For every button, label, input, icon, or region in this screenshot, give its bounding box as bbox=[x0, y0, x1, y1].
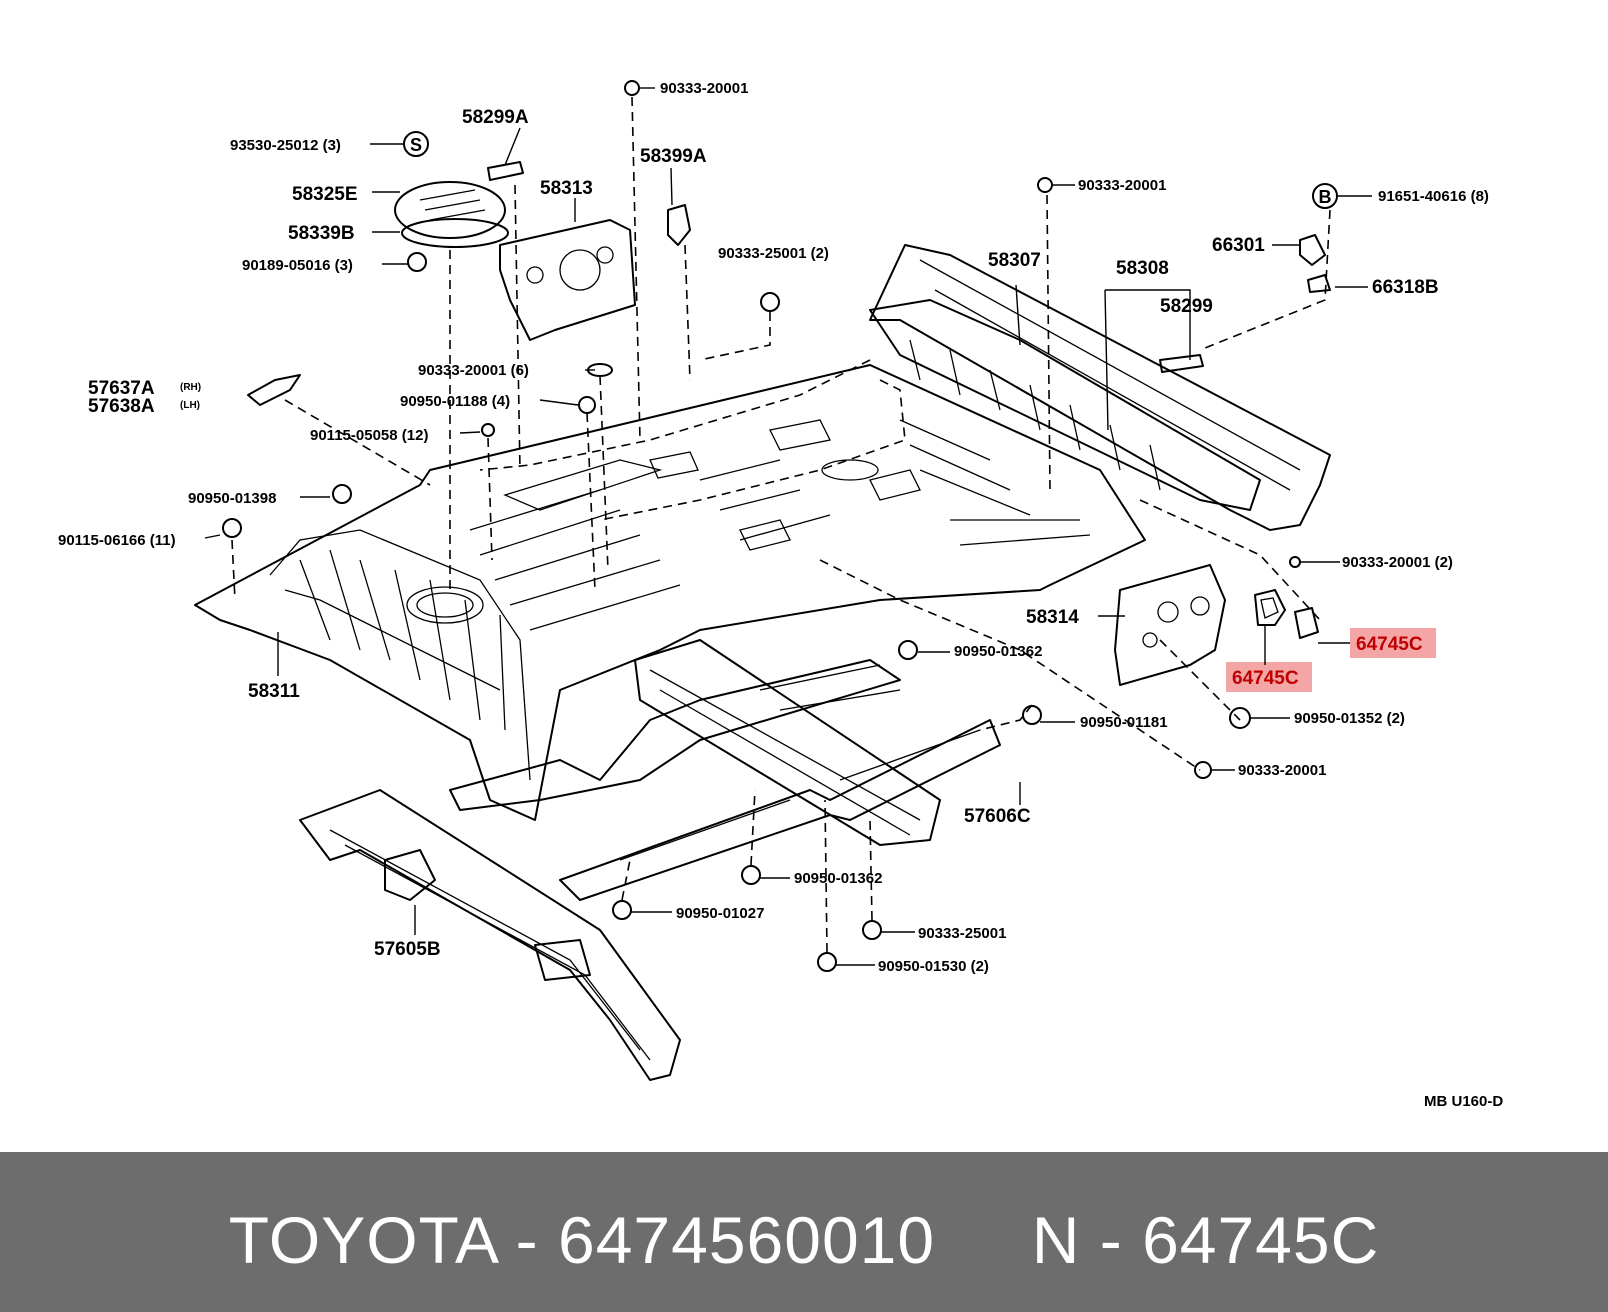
small-brackets bbox=[247, 161, 1331, 406]
label-90115-06166: 90115-06166 (11) bbox=[58, 532, 176, 549]
label-90333-20001-right-top: 90333-20001 bbox=[1078, 177, 1166, 194]
label-93530-25012: 93530-25012 (3) bbox=[230, 137, 341, 154]
cross-member-assembly bbox=[449, 639, 1001, 901]
footer-part-text: TOYOTA - 6474560010 N - 64745C bbox=[228, 1203, 1380, 1277]
label-66301: 66301 bbox=[1212, 235, 1265, 256]
label-90333-25001-2: 90333-25001 (2) bbox=[718, 245, 829, 262]
label-90333-20001-6: 90333-20001 (6) bbox=[418, 362, 529, 379]
bracket-58314 bbox=[1114, 564, 1226, 686]
label-57637A: 57637A bbox=[88, 378, 155, 399]
label-91651-40616: 91651-40616 (8) bbox=[1378, 188, 1489, 205]
cover-58325E bbox=[394, 181, 509, 248]
highlight-box-64745C-right bbox=[1350, 628, 1436, 658]
label-58299: 58299 bbox=[1160, 296, 1213, 317]
solid-leaders bbox=[204, 87, 1372, 966]
label-90950-01352: 90950-01352 (2) bbox=[1294, 710, 1405, 727]
label-90333-20001-2: 90333-20001 (2) bbox=[1342, 554, 1453, 571]
label-90189-05016: 90189-05016 (3) bbox=[242, 257, 353, 274]
part-labels: 93530-25012 (3) 58325E 58339B 90189-0501… bbox=[58, 80, 1503, 1110]
label-58314: 58314 bbox=[1026, 607, 1079, 628]
label-57638A-side: (LH) bbox=[180, 400, 200, 411]
label-90115-05058: 90115-05058 (12) bbox=[310, 427, 428, 444]
label-90950-01181: 90950-01181 bbox=[1080, 714, 1168, 731]
svg-text:B: B bbox=[1319, 187, 1332, 207]
plug-64745C-shapes bbox=[1254, 589, 1319, 639]
label-90950-01027: 90950-01027 bbox=[676, 905, 764, 922]
label-58339B: 58339B bbox=[288, 223, 355, 244]
label-64745C-lower: 64745C bbox=[1232, 668, 1299, 689]
bracket-58313 bbox=[499, 219, 636, 341]
label-57606C: 57606C bbox=[964, 806, 1031, 827]
label-90950-01188: 90950-01188 (4) bbox=[400, 393, 510, 410]
label-57605B: 57605B bbox=[374, 939, 441, 960]
label-58299A: 58299A bbox=[462, 107, 529, 128]
svg-text:S: S bbox=[410, 135, 422, 155]
label-58311: 58311 bbox=[248, 681, 300, 702]
label-90333-20001-top: 90333-20001 bbox=[660, 80, 748, 97]
footer-bar: TOYOTA - 6474560010 N - 64745C bbox=[0, 1152, 1608, 1312]
label-90950-01530: 90950-01530 (2) bbox=[878, 958, 989, 975]
rear-floor-pan bbox=[194, 364, 1146, 821]
label-90950-01362-a: 90950-01362 bbox=[954, 643, 1042, 660]
mark-b-icon: B bbox=[1312, 183, 1338, 209]
label-58399A: 58399A bbox=[640, 146, 707, 167]
parts-diagram: S B bbox=[58, 80, 1503, 1110]
rail-57605B bbox=[299, 789, 681, 1081]
label-58307: 58307 bbox=[988, 250, 1041, 271]
label-90333-25001: 90333-25001 bbox=[918, 925, 1006, 942]
label-64745C-right: 64745C bbox=[1356, 634, 1423, 655]
dashed-leaders bbox=[231, 96, 1331, 953]
label-58313: 58313 bbox=[540, 178, 593, 199]
label-90333-20001-mid: 90333-20001 bbox=[1238, 762, 1326, 779]
label-90950-01362-b: 90950-01362 bbox=[794, 870, 882, 887]
label-58325E: 58325E bbox=[292, 184, 358, 205]
highlight-box-64745C-lower bbox=[1226, 662, 1312, 692]
side-rail-58307 bbox=[869, 244, 1331, 531]
label-66318B: 66318B bbox=[1372, 277, 1439, 298]
label-57637A-side: (RH) bbox=[180, 382, 201, 393]
diagram-code: MB U160-D bbox=[1424, 1093, 1503, 1110]
label-57638A: 57638A bbox=[88, 396, 155, 417]
label-90950-01398: 90950-01398 bbox=[188, 490, 276, 507]
label-58308: 58308 bbox=[1116, 258, 1169, 279]
mark-s-icon: S bbox=[403, 131, 429, 157]
